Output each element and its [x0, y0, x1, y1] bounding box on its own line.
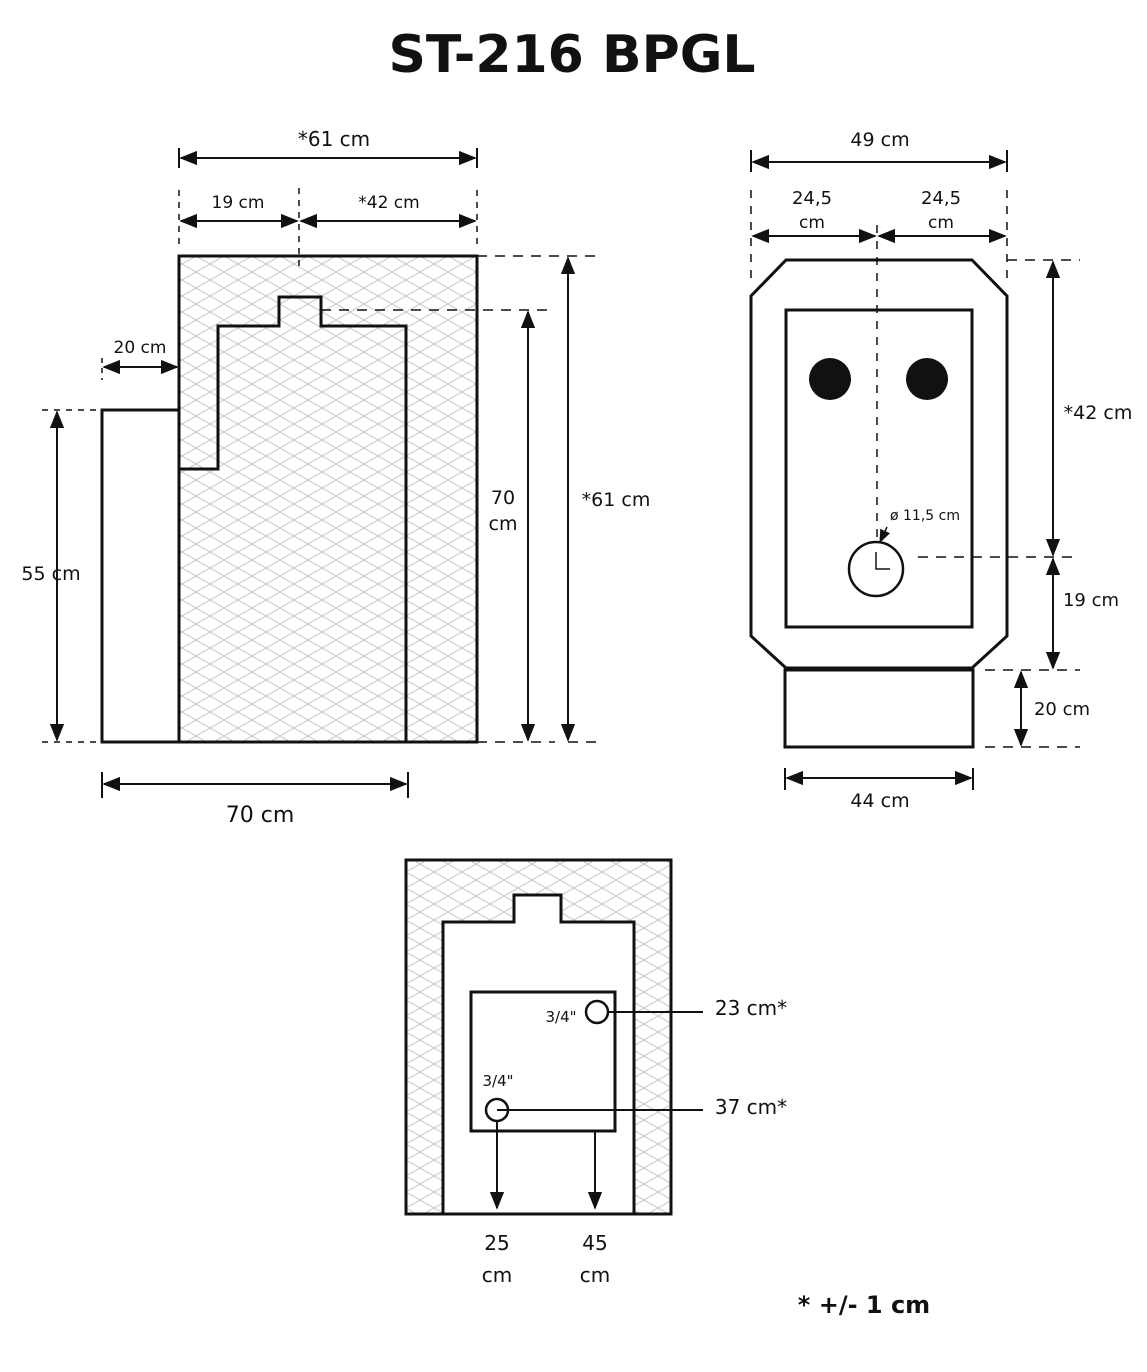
front-half-left-value: 24,5 [792, 188, 832, 209]
front-inner-panel [784, 308, 974, 629]
front-hole-left [809, 358, 851, 400]
side-base-length-label: 70 cm [226, 803, 295, 828]
front-flue-pointer [879, 526, 891, 544]
side-right-part-label: *42 cm [358, 193, 419, 213]
front-body-outline [749, 258, 1009, 670]
rear-pipe-upper-size: 3/4" [545, 1008, 576, 1026]
rear-pipe-right-unit: cm [580, 1263, 610, 1287]
rear-pipe-lower-size: 3/4" [482, 1072, 513, 1090]
side-total-width-label: *61 cm [298, 127, 370, 151]
front-view [749, 150, 1080, 790]
front-half-right-value: 24,5 [921, 188, 961, 209]
side-ledge-height-label: 55 cm [21, 563, 80, 585]
front-flue-corner [875, 552, 890, 570]
rear-pipe-left-value: 25 [484, 1231, 509, 1255]
front-total-width-label: 49 cm [850, 129, 909, 151]
drawing-title: ST-216 BPGL [388, 25, 755, 85]
side-ledge-width-label: 20 cm [114, 338, 167, 358]
side-left-part-label: 19 cm [212, 193, 265, 213]
rear-pipe-left-unit: cm [482, 1263, 512, 1287]
side-view [42, 148, 600, 798]
front-flue-circle [847, 540, 905, 598]
front-half-left-unit: cm [799, 213, 825, 233]
rear-pipe-upper-height: 23 cm* [715, 996, 787, 1020]
side-ledge [100, 408, 181, 744]
front-hole-right [906, 358, 948, 400]
front-lower-height-label: 19 cm [1063, 590, 1119, 611]
front-upper-height-label: *42 cm [1064, 402, 1133, 424]
rear-water-tank [469, 990, 617, 1133]
front-half-right-unit: cm [928, 213, 954, 233]
rear-view [404, 858, 703, 1216]
front-base [783, 668, 975, 749]
rear-pipe-lower-height: 37 cm* [715, 1095, 787, 1119]
side-inner-height-value: 70 [491, 487, 515, 509]
side-body-outline [177, 254, 479, 744]
side-firebox-outline [179, 295, 408, 742]
front-flue-diameter-label: ø 11,5 cm [890, 508, 960, 524]
tolerance-note: * +/- 1 cm [798, 1291, 930, 1319]
front-base-height-label: 20 cm [1034, 699, 1090, 720]
side-total-height-label: *61 cm [582, 489, 651, 511]
front-base-width-label: 44 cm [850, 790, 909, 812]
side-inner-height-unit: cm [489, 513, 518, 535]
rear-pipe-right-value: 45 [582, 1231, 607, 1255]
